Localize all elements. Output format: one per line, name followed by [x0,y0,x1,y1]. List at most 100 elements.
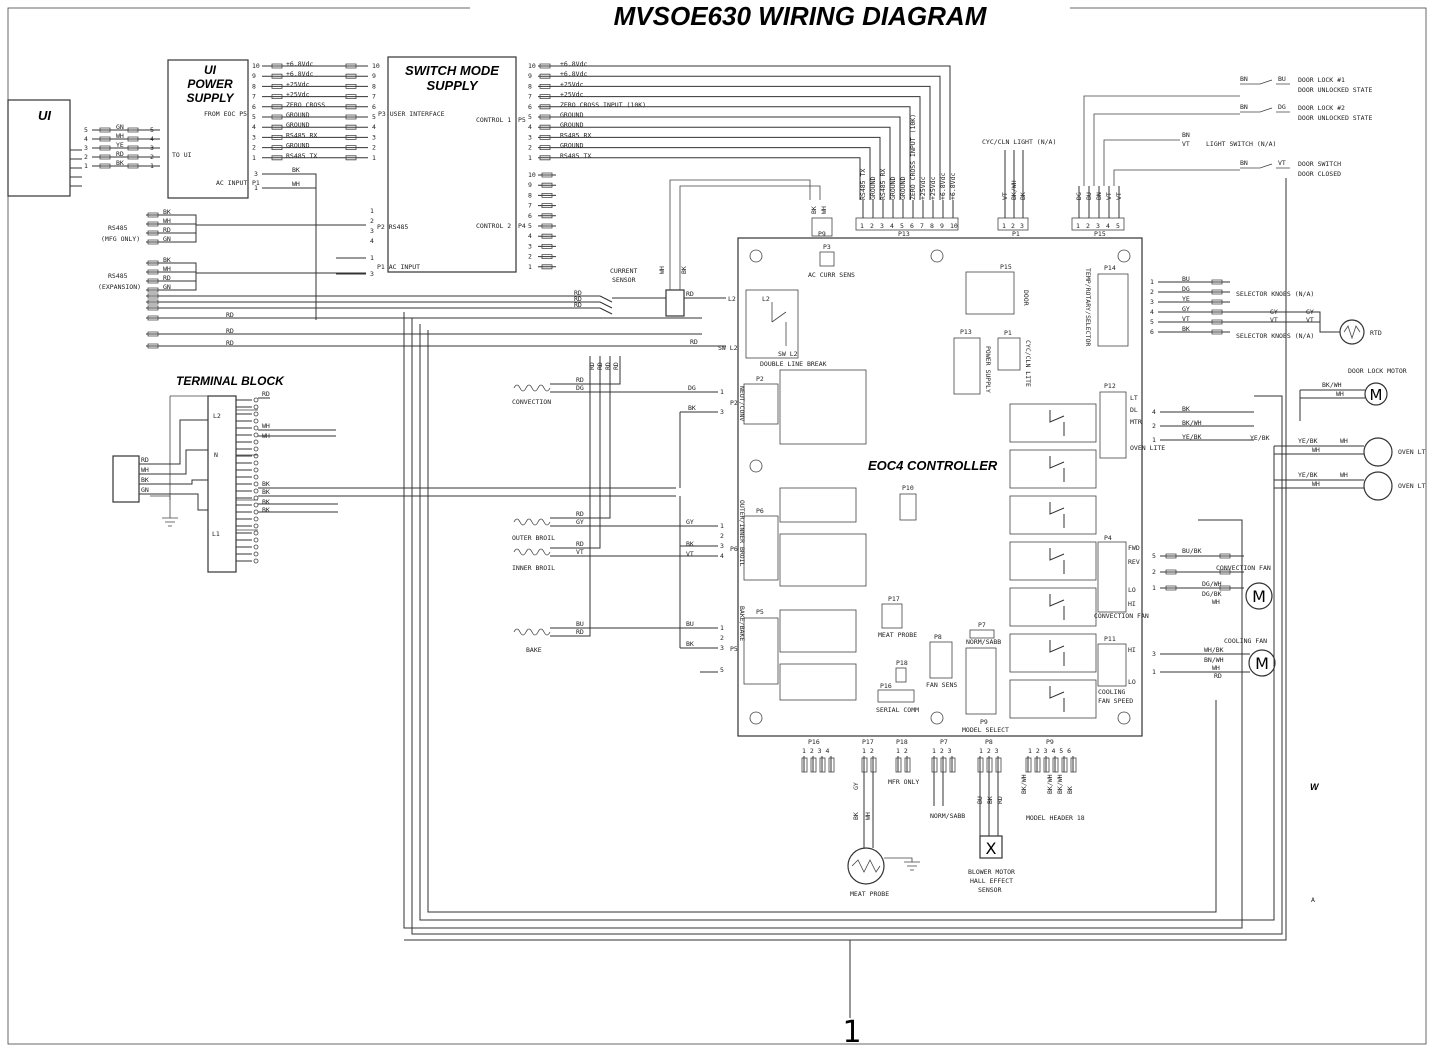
p2-pin-3: 3 [720,408,724,416]
ctl-p13: P13 [960,328,972,336]
smps-plug [539,114,551,120]
cf-plug [1165,553,1177,559]
p15-color: BN [1095,192,1103,200]
page-number: 1 [842,1015,861,1048]
blower-line1: BLOWER MOTOR [968,868,1015,876]
wire [262,173,317,320]
ups-plug [345,155,357,161]
blower-line2: HALL EFFECT [970,877,1013,885]
light-switch-label: LIGHT SWITCH (N/A) [1206,140,1276,148]
ups-ui-pin-5: 5 [150,126,154,134]
p13-signal: ZERO CROSS INPUT (10K) [909,114,917,200]
p15-pin-2: 2 [1086,222,1090,230]
wire [139,419,208,465]
ups-pin-7: 7 [252,93,256,101]
p9-top-label: P9 [818,230,826,238]
smps-rs485: P2 RS485 [377,223,408,231]
bh-norm-sabb: NORM/SABB [930,812,965,820]
ups-plug [271,94,283,99]
header-pin [1070,757,1077,773]
tb-l2: L2 [213,412,221,420]
controller-title: EOC4 CONTROLLER [868,458,998,473]
ui-plug [127,163,139,169]
smps-ac-pin-3: 3 [370,270,374,278]
tb-terminal [253,425,259,431]
ups-plug [271,155,283,161]
bh-p9-pins: 1 2 3 4 5 6 [1028,747,1071,755]
door-lock1-line1: DOOR LOCK #1 [1298,76,1345,84]
ups-pin-5: 5 [252,113,256,121]
meat-probe: MEAT PROBE GY BK WH [847,782,920,898]
p13-signal: +25Vdc [929,176,937,200]
rs485-exp-line1: RS485 [108,272,128,280]
smps-rs485-pin-1: 1 [370,207,374,215]
smps-c1-signal: GROUND [560,121,584,129]
current-sensor-wh: WH [658,266,666,274]
smps-ac-input: P1 AC INPUT [377,263,420,271]
ctl-p2-side: NEUT/CONV [738,386,746,421]
load-outer-broil: OUTER BROIL [512,534,555,542]
swl2-label: SW L2 [718,344,738,352]
p15-top-label: P15 [1094,230,1106,238]
ol2-yebk: YE/BK [1298,471,1318,479]
ctl-p1: P1 [1004,329,1012,337]
header-pin [1043,757,1050,773]
smps-ui-pin-6: 6 [372,103,376,111]
smps-plug [541,233,553,239]
ui-ps-ac-input: AC INPUT [216,179,247,187]
cord-GN: GN [141,486,149,494]
blower-bu: BU [976,796,984,804]
ctl-p4-label: CONVECTION FAN [1094,612,1149,620]
ups-plug [271,135,283,140]
bh-p18-pins: 1 2 [896,747,908,755]
dlm-bkwh: BK/WH [1322,381,1342,389]
p9-top-bk: BK [810,206,818,214]
tb-bk3: BK [262,498,270,506]
p6-side-label: P6 [730,545,738,553]
wire [538,116,901,200]
blower-line3: SENSOR [978,886,1002,894]
smps-c1-pin-1: 1 [528,154,532,162]
ctl-p11-hi: HI [1128,646,1136,654]
ctl-p2: P2 [756,375,764,383]
ui-plug [99,136,111,142]
sel-plug [1211,329,1223,335]
rs485-plug [147,212,159,218]
ups-pin-9: 9 [252,72,256,80]
current-sensor-bk: BK [680,266,688,274]
relay [1009,495,1097,535]
tb-wh1: WH [262,422,270,430]
bh-p17-pins: 1 2 [862,747,874,755]
ups-signal: GROUND [286,121,310,129]
bottom-header-wires [801,756,1077,848]
ctl-p14-side: TEMP/ROTARY/SELECTOR [1084,268,1092,346]
sel-pin-2: 2 [1150,288,1154,296]
ups-pin-8: 8 [252,82,256,90]
ui-plug [99,154,111,160]
ctl-p13-side: POWER SUPPLY [984,346,992,393]
p1-color: BK [1019,192,1027,200]
sel-pin-4: 4 [1150,308,1154,316]
tb-terminal [253,558,259,564]
bh-p7: P7 [940,738,948,746]
smps-plug [541,244,553,249]
header-pin [904,757,911,773]
ctl-p11-lo: LO [1128,678,1136,686]
ups-pin-6: 6 [252,103,256,111]
ups-ac-pin-1: 1 [254,184,258,192]
p15-color: BU [1085,192,1093,200]
sel-pin-6: 6 [1150,328,1154,336]
smps-c2-pin-7: 7 [528,202,532,210]
p2-pin-1: 1 [720,388,724,396]
tb-terminal [253,453,259,459]
smps-c1-pin-5: 5 [528,113,532,121]
ctl-p4-hi: HI [1128,600,1136,608]
relay [1009,679,1097,719]
bus-color: RD [226,327,234,335]
smps-c2-pin-10: 10 [528,171,536,179]
